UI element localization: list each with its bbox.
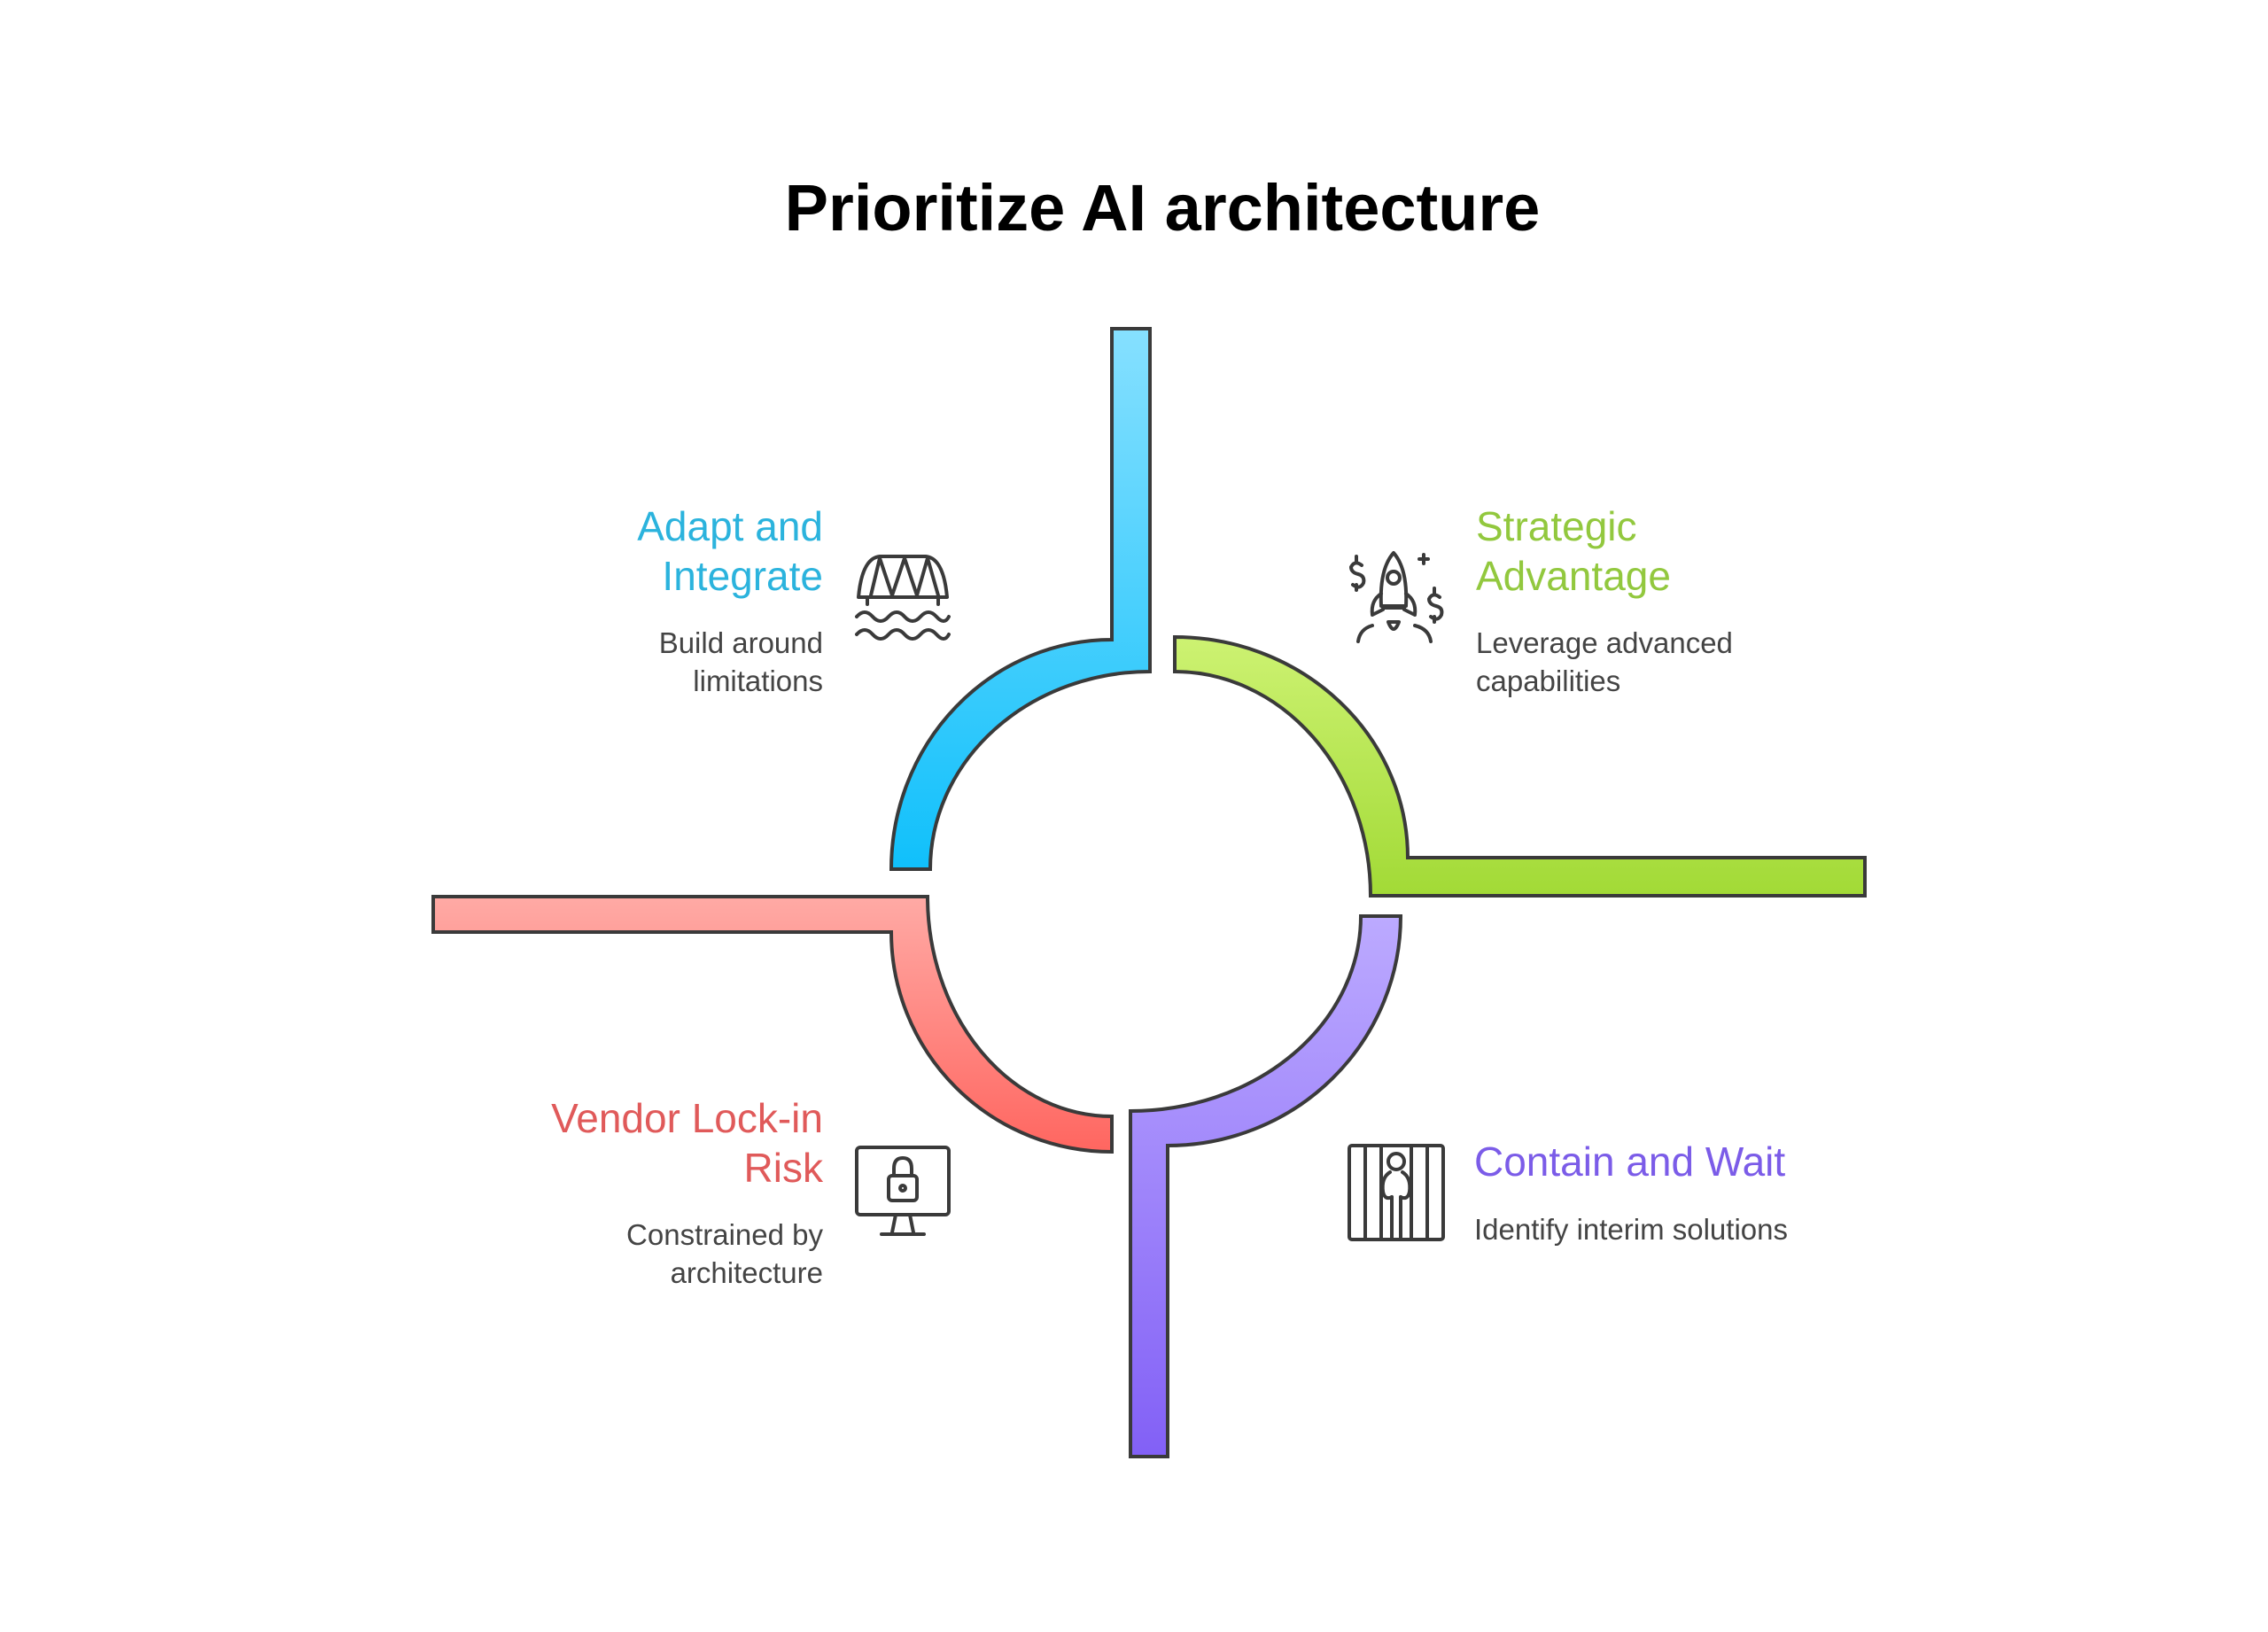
contain-description: Identify interim solutions [1474, 1213, 1788, 1246]
adapt-title: Adapt and Integrate [637, 503, 823, 599]
contain-title: Contain and Wait [1474, 1139, 1786, 1185]
strategic-title: Strategic Advantage [1476, 503, 1671, 599]
vendor-description: Constrained by architecture [626, 1218, 823, 1289]
adapt-description: Build around limitations [658, 626, 823, 697]
prison-icon [1348, 1144, 1445, 1241]
strategic-quadrant-shape [1173, 634, 1867, 898]
diagram-title: Prioritize AI architecture [784, 171, 1541, 245]
rocket-money-icon [1349, 551, 1444, 643]
contain-quadrant-shape [1129, 914, 1403, 1458]
vendor-title: Vendor Lock-in Risk [551, 1095, 823, 1191]
adapt-quadrant-shape [889, 327, 1152, 871]
bridge-icon [855, 555, 951, 641]
strategic-description: Leverage advanced capabilities [1476, 626, 1733, 697]
monitor-lock-icon [855, 1146, 951, 1236]
vendor-quadrant-shape [431, 895, 1114, 1154]
